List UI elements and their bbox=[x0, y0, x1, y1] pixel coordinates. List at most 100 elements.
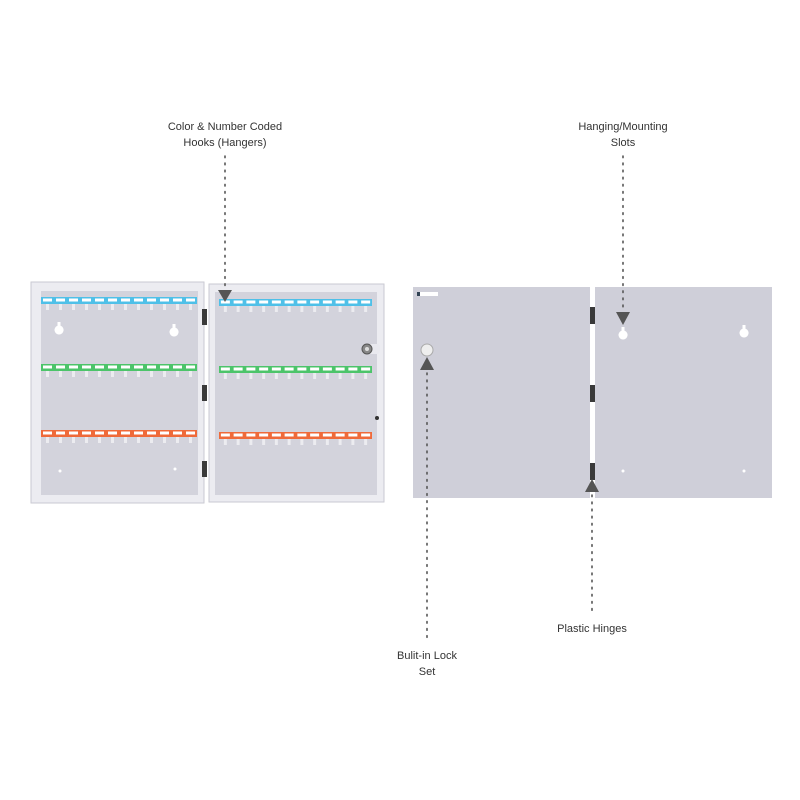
hook-number-tag bbox=[259, 300, 269, 304]
slots-callout-label: Hanging/Mounting Slots bbox=[523, 119, 723, 151]
key-hook bbox=[338, 439, 342, 445]
key-hook bbox=[176, 304, 179, 310]
mounting-hole-icon bbox=[173, 467, 177, 471]
key-hook bbox=[236, 439, 240, 445]
open-cabinet bbox=[30, 281, 385, 504]
key-hook bbox=[325, 439, 329, 445]
lock-callout-label: Bulit-in Lock Set bbox=[327, 648, 527, 680]
key-hook bbox=[262, 439, 266, 445]
hook-number-tag bbox=[335, 433, 345, 437]
hook-number-tag bbox=[220, 433, 230, 437]
callout-text: Bulit-in Lock bbox=[397, 650, 457, 662]
hook-number-tag bbox=[95, 431, 104, 435]
key-hook bbox=[351, 439, 355, 445]
key-hook bbox=[163, 371, 166, 377]
hook-number-tag bbox=[95, 298, 104, 302]
hook-number-tag bbox=[348, 300, 358, 304]
lock-cylinder-icon bbox=[420, 343, 434, 357]
hook-number-tag bbox=[69, 298, 78, 302]
hook-number-tag bbox=[297, 433, 307, 437]
key-hook bbox=[124, 437, 127, 443]
key-hook bbox=[274, 306, 278, 312]
hook-number-tag bbox=[121, 365, 130, 369]
key-hook bbox=[338, 306, 342, 312]
key-hook bbox=[85, 371, 88, 377]
hook-number-tag bbox=[310, 367, 320, 371]
hook-number-tag bbox=[259, 433, 269, 437]
hook-number-tag bbox=[220, 367, 230, 371]
callout-text: Plastic Hinges bbox=[557, 623, 627, 635]
key-hook bbox=[300, 373, 304, 379]
key-hook bbox=[223, 306, 227, 312]
key-hook bbox=[249, 439, 253, 445]
hook-number-tag bbox=[271, 300, 281, 304]
hook-number-tag bbox=[310, 433, 320, 437]
hook-number-tag bbox=[186, 365, 195, 369]
hook-number-tag bbox=[173, 365, 182, 369]
hook-number-tag bbox=[310, 300, 320, 304]
hook-number-tag bbox=[56, 365, 65, 369]
hook-number-tag bbox=[361, 433, 371, 437]
hook-number-tag bbox=[246, 433, 256, 437]
hinge bbox=[202, 385, 207, 401]
hook-rail-green bbox=[219, 366, 372, 373]
key-hook bbox=[46, 437, 49, 443]
key-hook bbox=[150, 371, 153, 377]
key-hook bbox=[325, 306, 329, 312]
hook-number-tag bbox=[335, 367, 345, 371]
cabinet-door-interior bbox=[215, 292, 377, 495]
hook-rail-blue bbox=[219, 299, 372, 306]
callout-text: Hanging/Mounting bbox=[578, 121, 668, 133]
hook-number-tag bbox=[322, 300, 332, 304]
hook-number-tag bbox=[173, 298, 182, 302]
key-hook bbox=[137, 437, 140, 443]
hook-number-tag bbox=[233, 367, 243, 371]
hook-number-tag bbox=[56, 298, 65, 302]
hook-number-tag bbox=[284, 367, 294, 371]
hook-number-tag bbox=[259, 367, 269, 371]
hook-number-tag bbox=[134, 365, 143, 369]
key-hook bbox=[287, 373, 291, 379]
key-hook bbox=[236, 373, 240, 379]
hook-number-tag bbox=[233, 300, 243, 304]
hook-number-tag bbox=[134, 298, 143, 302]
hook-number-tag bbox=[160, 365, 169, 369]
arrow-down-icon bbox=[616, 312, 630, 325]
key-hook bbox=[274, 439, 278, 445]
mounting-slot-icon bbox=[54, 322, 64, 335]
key-hook bbox=[72, 304, 75, 310]
key-hook bbox=[274, 373, 278, 379]
callout-text: Hooks (Hangers) bbox=[183, 137, 267, 149]
key-hook bbox=[364, 439, 368, 445]
key-hook bbox=[249, 306, 253, 312]
key-hook bbox=[150, 437, 153, 443]
key-hook bbox=[189, 371, 192, 377]
hook-number-tag bbox=[147, 365, 156, 369]
hook-number-tag bbox=[233, 433, 243, 437]
key-hook bbox=[124, 304, 127, 310]
mounting-hole-icon bbox=[621, 469, 625, 473]
hook-number-tag bbox=[121, 431, 130, 435]
key-hook bbox=[223, 439, 227, 445]
hook-number-tag bbox=[284, 433, 294, 437]
key-hook bbox=[262, 373, 266, 379]
hook-number-tag bbox=[43, 298, 52, 302]
key-hook bbox=[137, 371, 140, 377]
key-hook bbox=[236, 306, 240, 312]
callout-text: Slots bbox=[610, 137, 636, 149]
hook-number-tag bbox=[361, 367, 371, 371]
key-hook bbox=[189, 437, 192, 443]
hook-number-tag bbox=[246, 367, 256, 371]
key-hook bbox=[351, 373, 355, 379]
key-hook bbox=[351, 306, 355, 312]
key-hook bbox=[300, 439, 304, 445]
hinge bbox=[590, 463, 595, 480]
brand-label bbox=[417, 292, 438, 296]
key-hook bbox=[46, 304, 49, 310]
key-hook bbox=[313, 306, 317, 312]
key-hook bbox=[59, 371, 62, 377]
key-hook bbox=[223, 373, 227, 379]
hook-number-tag bbox=[43, 365, 52, 369]
hook-number-tag bbox=[56, 431, 65, 435]
key-hook bbox=[262, 306, 266, 312]
